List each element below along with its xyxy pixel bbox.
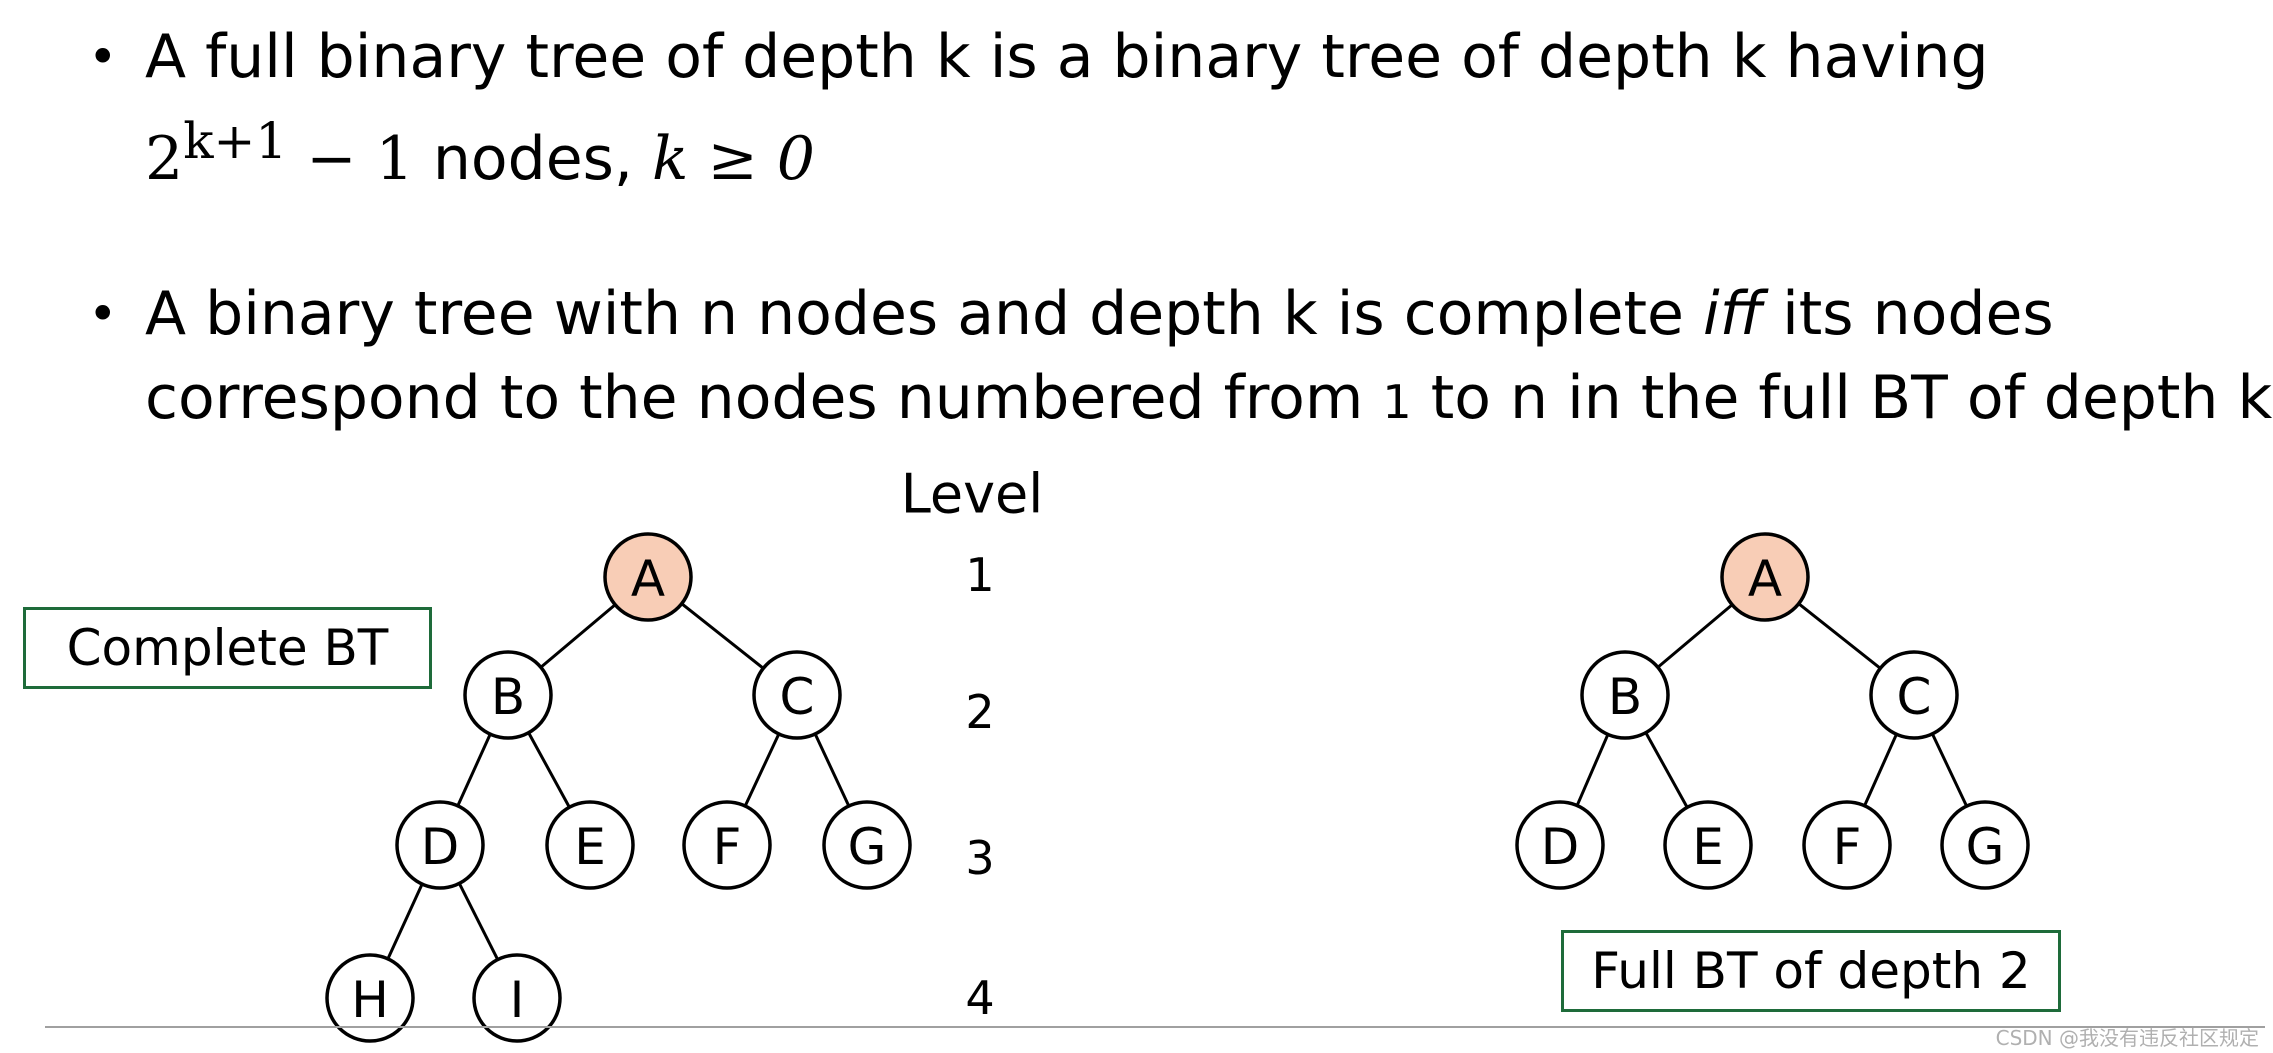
complete-bt-label: Complete BT [23, 607, 432, 689]
tree-node-full-b: B [1580, 650, 1670, 740]
node-label: B [491, 668, 525, 726]
node-circle [1720, 532, 1810, 622]
nodes-text: nodes, [413, 124, 653, 194]
level-number: 2 [965, 685, 994, 739]
node-label: F [713, 818, 742, 876]
tree-edge-complete-b-d [456, 733, 492, 807]
nodes-layer: A B C D E F G H I A B C D E F G [325, 532, 2030, 1043]
tree-edge-complete-d-h [386, 883, 424, 960]
node-circle [1580, 650, 1670, 740]
formula-condition: k ≥ 0 [652, 124, 815, 194]
tree-edge-complete-a-b [539, 603, 617, 669]
node-circle [1869, 650, 1959, 740]
node-circle [752, 650, 842, 740]
bottom-divider [45, 1026, 2265, 1028]
tree-edge-complete-b-e [527, 732, 571, 808]
tree-edge-complete-c-f [743, 733, 781, 807]
node-circle [822, 800, 912, 890]
node-circle [395, 800, 485, 890]
level-number: 1 [965, 548, 994, 602]
formula-base: 2 [145, 124, 184, 194]
tree-edge-complete-c-g [813, 733, 851, 807]
node-label: H [351, 971, 389, 1029]
tree-node-complete-e: E [545, 800, 635, 890]
node-label: E [574, 818, 606, 876]
node-circle [545, 800, 635, 890]
tree-node-complete-g: G [822, 800, 912, 890]
bullet-2-line-1: A binary tree with n nodes and depth k i… [145, 271, 2054, 357]
bullet-2-text-post: its nodes [1763, 279, 2054, 349]
tree-edge-full-a-c [1797, 602, 1882, 670]
node-label: G [848, 818, 887, 876]
node-label: C [1897, 668, 1932, 726]
bullet-2-text-pre: A binary tree with n nodes and depth k i… [145, 279, 1704, 349]
node-label: D [421, 818, 460, 876]
level-column: Level 1 2 3 4 [901, 463, 1044, 1026]
tree-edge-full-c-f [1863, 733, 1898, 807]
formula-minus-one: − 1 [287, 124, 414, 194]
level-number: 3 [965, 831, 994, 885]
bullet-dot: • [88, 28, 118, 86]
tree-edge-complete-a-c [680, 602, 765, 670]
node-circle [603, 532, 693, 622]
tree-node-full-f: F [1802, 800, 1892, 890]
node-label: A [1748, 550, 1782, 608]
tree-node-complete-h: H [325, 953, 415, 1043]
formula-exponent: k+1 [183, 112, 288, 170]
node-circle [463, 650, 553, 740]
bullet-2-line-2: correspond to the nodes numbered from 1 … [145, 355, 2272, 445]
iff-text: iff [1703, 279, 1764, 349]
bullet-dot: • [88, 285, 118, 343]
bullet-2-line-2-pre: correspond to the nodes numbered from [145, 363, 1383, 433]
node-label: C [780, 668, 815, 726]
node-label: B [1608, 668, 1642, 726]
tree-node-full-c: C [1869, 650, 1959, 740]
number-one: 1 [1382, 375, 1412, 429]
node-label: A [631, 550, 665, 608]
node-label: D [1541, 818, 1580, 876]
node-label: I [510, 971, 525, 1029]
tree-edge-full-b-e [1644, 731, 1689, 809]
tree-node-full-d: D [1515, 800, 1605, 890]
watermark: CSDN @我没有违反社区规定 [1995, 1026, 2259, 1050]
tree-node-full-e: E [1663, 800, 1753, 890]
node-circle [682, 800, 772, 890]
bullet-2-line-2-post: to n in the full BT of depth k [1411, 363, 2273, 433]
tree-node-complete-f: F [682, 800, 772, 890]
node-label: G [1966, 818, 2005, 876]
tree-node-complete-b: B [463, 650, 553, 740]
tree-edge-full-b-d [1575, 733, 1610, 807]
bullet-1-line-1: A full binary tree of depth k is a binar… [145, 22, 1989, 92]
tree-node-complete-a: A [603, 532, 693, 622]
node-circle [1515, 800, 1605, 890]
full-bt-label: Full BT of depth 2 [1561, 930, 2061, 1012]
node-circle [1663, 800, 1753, 890]
node-circle [1940, 800, 2030, 890]
bullet-1-line-2: 2k+1 − 1 nodes, k ≥ 0 [145, 98, 815, 202]
tree-node-full-g: G [1940, 800, 2030, 890]
node-circle [1802, 800, 1892, 890]
node-label: E [1692, 818, 1724, 876]
tree-edge-complete-d-i [457, 882, 500, 961]
node-circle [325, 953, 415, 1043]
edges-layer [386, 602, 1968, 961]
node-label: F [1833, 818, 1862, 876]
tree-node-complete-c: C [752, 650, 842, 740]
tree-node-complete-d: D [395, 800, 485, 890]
tree-node-full-a: A [1720, 532, 1810, 622]
level-number: 4 [965, 971, 994, 1025]
tree-edge-full-a-b [1656, 603, 1734, 669]
tree-edge-full-c-g [1931, 733, 1968, 807]
node-circle [472, 953, 562, 1043]
tree-node-complete-i: I [472, 953, 562, 1043]
level-title: Level [901, 463, 1044, 526]
